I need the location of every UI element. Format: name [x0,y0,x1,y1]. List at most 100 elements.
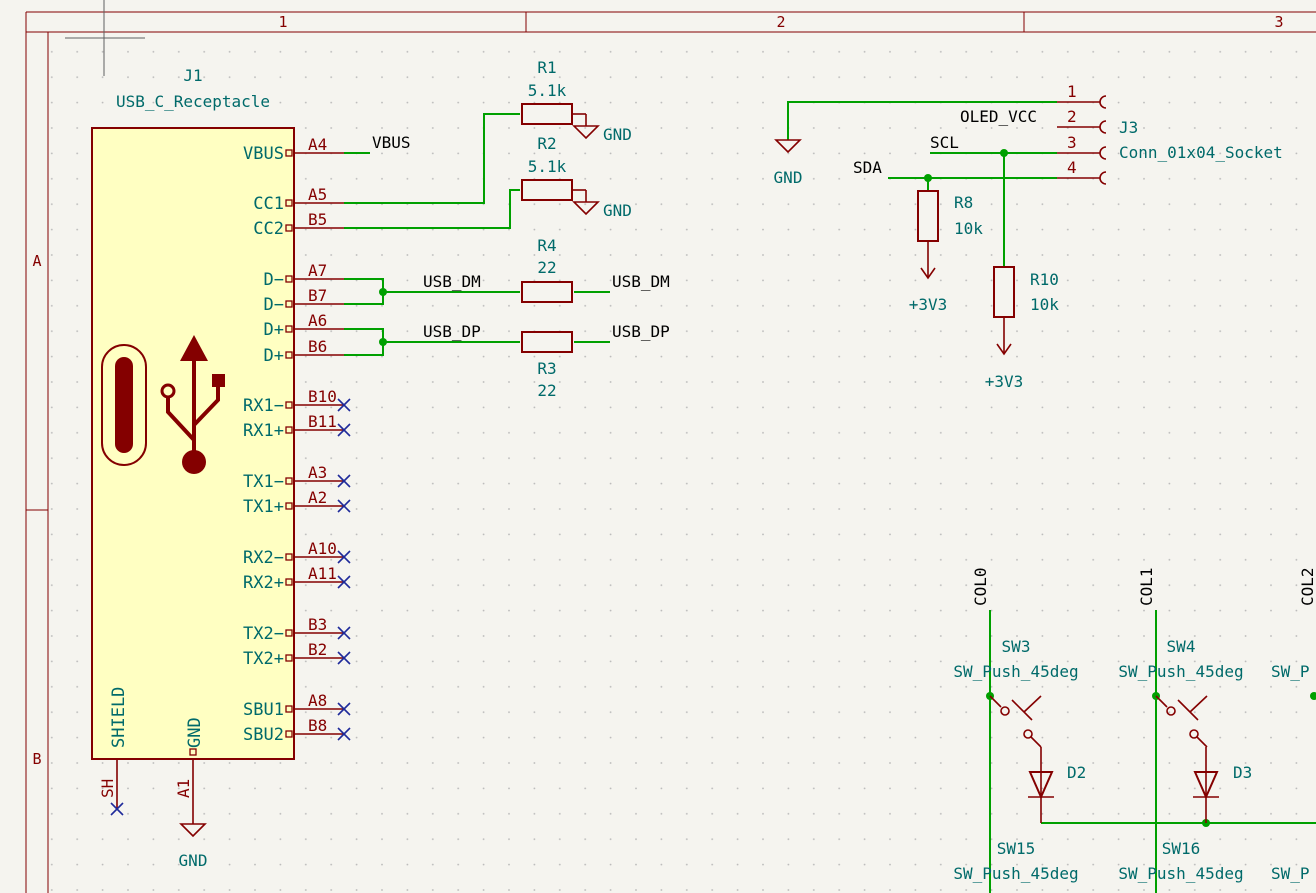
svg-text:22: 22 [537,258,556,277]
svg-text:R8: R8 [954,193,973,212]
j1-pin-number: A5 [308,185,327,204]
svg-text:SW_Push_45deg: SW_Push_45deg [1118,662,1243,681]
svg-text:J3: J3 [1119,118,1138,137]
diode-d3[interactable]: D3 [1193,747,1252,823]
j1-pin-name: TX1+ [243,497,284,517]
connector-j3[interactable]: 1 2 3 4 J3 Conn_01x04_Socket [1057,82,1283,185]
gnd-label-r1: GND [603,125,632,144]
j1-pin-name: CC2 [253,219,284,239]
switch-partial-2[interactable]: SW_P [1271,864,1310,883]
net-label-col0: COL0 [971,567,990,606]
j1-pin-name: RX2+ [243,573,284,593]
switch-sw16[interactable]: SW16 SW_Push_45deg [1118,839,1243,883]
no-connect-flag [337,727,351,741]
net-label-col2: COL2 [1298,567,1316,606]
j1-pin-number: A3 [308,463,327,482]
j1-gnd-pin-name: GND [185,717,205,748]
svg-text:22: 22 [537,381,556,400]
j1-pin-number: A10 [308,539,337,558]
switch-partial-1[interactable]: SW_P [1271,662,1310,681]
no-connect-flag [337,398,351,412]
svg-text:GND: GND [774,168,803,187]
net-label-usb-dm-right: USB_DM [612,272,670,291]
switch-sw3[interactable]: SW3 SW_Push_45deg [953,637,1079,748]
net-label-scl: SCL [930,133,959,152]
gnd-symbol-j3: GND [774,139,803,187]
resistor-r3[interactable]: R3 22 [521,331,573,400]
j1-pin-number: A11 [308,564,337,583]
wires-oled [787,101,1057,266]
no-connect-flag [337,474,351,488]
j1-pin-name: D+ [264,346,284,366]
frame-col-2: 2 [776,13,785,31]
j1-pin-number: B7 [308,286,327,305]
j1-pin-name: D− [264,270,284,290]
svg-text:4: 4 [1067,158,1077,177]
svg-text:SW_P: SW_P [1271,662,1310,681]
wires-matrix [986,610,1316,893]
resistor-r10[interactable]: R10 10k +3V3 [985,266,1060,391]
svg-text:D3: D3 [1233,763,1252,782]
j1-pin-number: A2 [308,488,327,507]
j1-pin-name: TX1− [243,472,284,492]
svg-text:R2: R2 [537,134,556,153]
net-label-vbus: VBUS [372,133,411,152]
svg-text:2: 2 [1067,107,1077,126]
no-connect-flag [337,575,351,589]
gnd-label-r2: GND [603,201,632,220]
j1-pin-number: B2 [308,640,327,659]
j1-pin-number: A4 [308,135,327,154]
j1-value: USB_C_Receptacle [116,92,270,111]
j1-pin-number: B6 [308,337,327,356]
wires-usb [344,113,610,356]
sheet-frame: 1 2 3 A B [25,11,1316,893]
resistor-r2[interactable]: R2 5.1k GND [521,134,632,220]
j1-pin-name: RX2− [243,548,284,568]
svg-text:SW4: SW4 [1167,637,1196,656]
svg-text:SW16: SW16 [1162,839,1201,858]
v33-label-r10: +3V3 [985,372,1024,391]
j1-usb-connector-icon [101,335,225,474]
diode-d2[interactable]: D2 [1028,747,1086,823]
no-connect-flag [337,550,351,564]
net-label-usb-dm-left: USB_DM [423,272,481,291]
net-label-col1: COL1 [1137,567,1156,606]
svg-text:SW_P: SW_P [1271,864,1310,883]
svg-text:SW_Push_45deg: SW_Push_45deg [953,662,1078,681]
switch-sw4[interactable]: SW4 SW_Push_45deg [1118,637,1244,748]
svg-text:5.1k: 5.1k [528,157,567,176]
svg-text:SW_Push_45deg: SW_Push_45deg [1118,864,1243,883]
no-connect-flag [337,651,351,665]
resistor-r8[interactable]: R8 10k +3V3 [909,190,984,314]
no-connect-flag [337,423,351,437]
resistor-r1[interactable]: R1 5.1k GND [521,58,632,144]
net-label-sda: SDA [853,158,882,177]
j1-pin-name: RX1− [243,396,284,416]
cursor-crosshair [65,0,145,76]
svg-text:R10: R10 [1030,270,1059,289]
frame-row-b: B [32,750,41,768]
svg-text:Conn_01x04_Socket: Conn_01x04_Socket [1119,143,1283,162]
j1-pin-name: TX2+ [243,649,284,669]
svg-text:SW3: SW3 [1002,637,1031,656]
switch-sw15[interactable]: SW15 SW_Push_45deg [953,839,1078,883]
j1-pin-number: B8 [308,716,327,735]
gnd-symbol-j1: GND [179,808,208,870]
svg-text:R3: R3 [537,359,556,378]
svg-text:R1: R1 [537,58,556,77]
j1-pin-name: SBU2 [243,725,284,745]
svg-text:R4: R4 [537,236,556,255]
net-label-usb-dp-right: USB_DP [612,322,670,341]
svg-text:10k: 10k [1030,295,1059,314]
j1-pin-name: SBU1 [243,700,284,720]
svg-text:GND: GND [179,851,208,870]
no-connect-flag [337,499,351,513]
j1-pin-number: B3 [308,615,327,634]
j1-shield-no-connect [110,802,124,816]
resistor-r4[interactable]: R4 22 [521,236,573,303]
j1-shield-pin-num: SH [98,779,117,798]
j1-reference: J1 [183,66,202,85]
no-connect-flag [337,702,351,716]
svg-text:10k: 10k [954,219,983,238]
